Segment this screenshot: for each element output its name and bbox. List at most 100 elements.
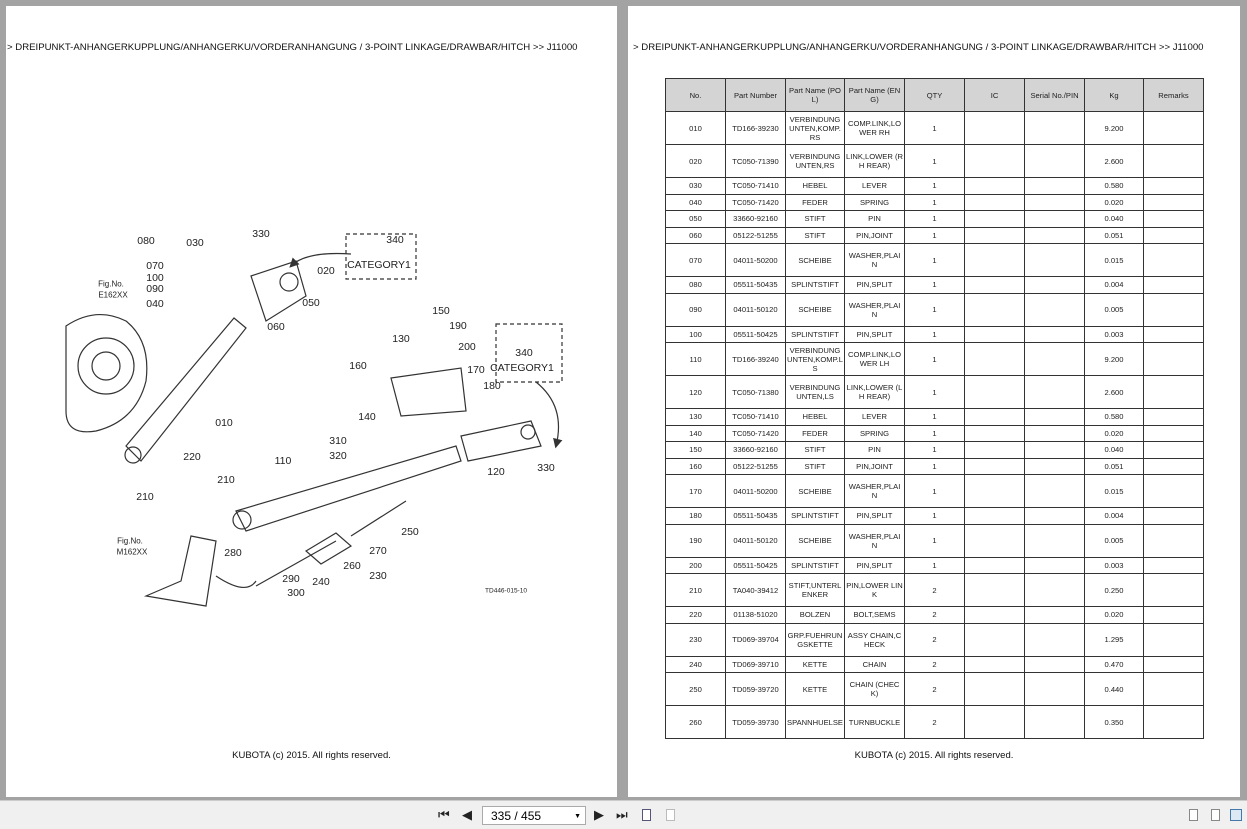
table-cell: 0.004: [1084, 276, 1144, 294]
table-cell: 150: [665, 441, 726, 459]
table-cell: [1024, 226, 1085, 244]
table-cell: 1: [904, 243, 965, 277]
callout-label: CATEGORY1: [490, 362, 554, 374]
table-cell: 1: [904, 226, 965, 244]
callout-label: 330: [252, 228, 270, 240]
callout-label: 120: [487, 466, 505, 478]
fit-page-icon[interactable]: [642, 809, 651, 821]
page-indicator: 335 / 455: [491, 809, 542, 823]
fit-width-icon[interactable]: [666, 809, 675, 821]
table-cell: 1: [904, 342, 965, 376]
table-cell: 0.020: [1084, 193, 1144, 211]
table-cell: 0.020: [1084, 424, 1144, 442]
column-header: IC: [964, 78, 1025, 112]
table-cell: CHAIN (CHECK): [844, 672, 905, 706]
table-cell: VERBINDUNGUNTEN,KOMP.RS: [785, 111, 845, 145]
table-cell: 190: [665, 523, 726, 558]
table-cell: [964, 408, 1025, 426]
table-cell: [1143, 210, 1204, 228]
table-cell: [1024, 276, 1085, 294]
callout-label: CATEGORY1: [347, 259, 411, 271]
table-cell: [964, 111, 1025, 145]
table-cell: ASSY CHAIN,CHECK: [844, 622, 905, 657]
callout-label: 090: [146, 283, 164, 295]
callout-label: 070: [146, 260, 164, 272]
callout-label: 340: [515, 347, 533, 359]
table-cell: SPLINTSTIFT: [785, 556, 845, 574]
callout-label: 200: [458, 341, 476, 353]
table-cell: 1: [904, 210, 965, 228]
table-cell: 2: [904, 622, 965, 657]
pdf-toolbar: ⏮ ◀ 335 / 455▼ ▶ ⏭: [0, 800, 1247, 829]
table-cell: 1: [904, 424, 965, 442]
table-cell: TD059-39720: [725, 672, 786, 706]
table-cell: [964, 622, 1025, 657]
first-page-icon[interactable]: ⏮: [438, 807, 450, 822]
table-cell: [1024, 177, 1085, 195]
callout-label: 300: [287, 587, 305, 599]
table-cell: PIN,SPLIT: [844, 276, 905, 294]
table-cell: 040: [665, 193, 726, 211]
table-cell: [1143, 606, 1204, 624]
table-cell: STIFT,UNTERLENKER: [785, 573, 845, 607]
table-cell: [1143, 177, 1204, 195]
table-cell: [1143, 325, 1204, 343]
table-cell: [964, 474, 1025, 508]
callout-label: 160: [349, 360, 367, 372]
continuous-view-icon[interactable]: [1211, 809, 1220, 821]
table-cell: 33660-92160: [725, 210, 786, 228]
table-cell: [1024, 523, 1085, 558]
table-cell: SPLINTSTIFT: [785, 325, 845, 343]
callout-label: 310: [329, 435, 347, 447]
table-cell: [964, 507, 1025, 525]
table-cell: [1143, 457, 1204, 475]
callout-label: M162XX: [116, 547, 148, 557]
table-cell: SPLINTSTIFT: [785, 276, 845, 294]
table-cell: 080: [665, 276, 726, 294]
table-cell: 9.200: [1084, 342, 1144, 376]
table-cell: [1024, 292, 1085, 327]
two-page-view-icon[interactable]: [1230, 809, 1242, 821]
table-cell: LEVER: [844, 408, 905, 426]
table-cell: [1024, 325, 1085, 343]
table-cell: [964, 606, 1025, 624]
table-cell: WASHER,PLAIN: [844, 523, 905, 558]
column-header: QTY: [904, 78, 965, 112]
copyright-footer: KUBOTA (c) 2015. All rights reserved.: [854, 750, 1014, 761]
table-cell: [1024, 424, 1085, 442]
table-cell: TC050-71420: [725, 424, 786, 442]
table-cell: 1: [904, 193, 965, 211]
table-cell: [1024, 672, 1085, 706]
table-cell: 04011-50120: [725, 523, 786, 558]
callout-label: 150: [432, 305, 450, 317]
single-page-view-icon[interactable]: [1189, 809, 1198, 821]
prev-page-icon[interactable]: ◀: [462, 807, 472, 822]
column-header: Part Name (ENG): [844, 78, 905, 112]
callout-label: 140: [358, 411, 376, 423]
callout-label: 080: [137, 235, 155, 247]
table-cell: [1024, 375, 1085, 409]
table-cell: 260: [665, 705, 726, 739]
table-cell: [964, 672, 1025, 706]
table-cell: [1143, 408, 1204, 426]
table-cell: [1024, 408, 1085, 426]
callout-label: 210: [217, 474, 235, 486]
table-cell: 05511-50435: [725, 507, 786, 525]
table-cell: 240: [665, 655, 726, 673]
table-cell: 2: [904, 672, 965, 706]
left-page: > DREIPUNKT-ANHANGERKUPPLUNG/ANHANGERKU/…: [6, 6, 617, 797]
table-cell: 1: [904, 523, 965, 558]
table-cell: 0.470: [1084, 655, 1144, 673]
page-number-select[interactable]: 335 / 455▼: [482, 806, 586, 825]
last-page-icon[interactable]: ⏭: [616, 807, 628, 822]
next-page-icon[interactable]: ▶: [594, 807, 604, 822]
